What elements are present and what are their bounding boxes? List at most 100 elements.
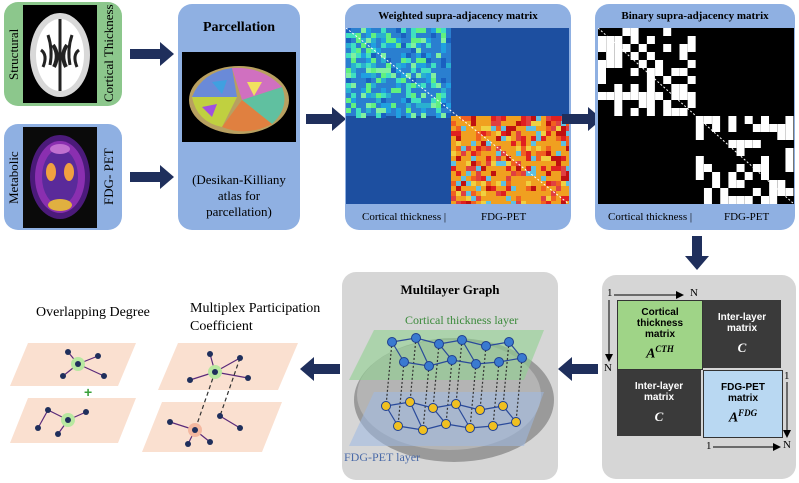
matrix-cell-texture: [752, 124, 761, 132]
matrix-cell-texture: [451, 151, 456, 156]
matrix-cell-texture: [406, 43, 411, 48]
matrix-cell-texture: [396, 83, 401, 88]
matrix-cell-texture: [630, 92, 639, 100]
matrix-cell-texture: [526, 151, 531, 156]
matrix-cell-texture: [431, 78, 436, 83]
matrix-cell-texture: [663, 100, 672, 108]
matrix-cell-texture: [744, 116, 753, 124]
matrix-cell-texture: [406, 88, 411, 93]
matrix-cell-texture: [411, 93, 416, 98]
matrix-cell-texture: [622, 28, 631, 36]
matrix-cell-texture: [511, 161, 516, 166]
matrix-cell-texture: [466, 191, 471, 196]
matrix-cell-texture: [630, 52, 639, 60]
matrix-cell-texture: [401, 73, 406, 78]
matrix-cell-texture: [521, 171, 526, 176]
matrix-cell-texture: [366, 48, 371, 53]
matrix-cell-texture: [481, 201, 486, 206]
matrix-cell-texture: [712, 180, 721, 188]
matrix-cell-texture: [541, 201, 546, 206]
matrix-cell-texture: [381, 68, 386, 73]
matrix-cell-texture: [687, 60, 696, 68]
matrix-cell-texture: [614, 36, 623, 44]
graph-edge: [415, 337, 430, 367]
matrix-cell-texture: [421, 73, 426, 78]
matrix-cell-texture: [411, 63, 416, 68]
matrix-cell-texture: [761, 124, 769, 132]
graph-edge: [469, 363, 477, 429]
matrix-cell-texture: [406, 53, 411, 58]
overlapping-plus-sign: +: [84, 384, 93, 400]
matrix-cell-texture: [481, 146, 486, 151]
matrix-cell-texture: [598, 60, 606, 68]
matrix-cell-texture: [630, 68, 639, 76]
matrix-cell-texture: [546, 171, 551, 176]
matrix-cell-texture: [376, 48, 381, 53]
matrix-cell-texture: [451, 181, 456, 186]
matrix-cell-texture: [421, 93, 426, 98]
matrix-cell-texture: [456, 181, 461, 186]
matrix-cell-texture: [471, 166, 476, 171]
matrix-cell-texture: [486, 146, 491, 151]
matrix-cell-texture: [695, 156, 704, 164]
matrix-cell-texture: [695, 132, 704, 140]
matrix-cell-texture: [752, 188, 761, 196]
matrix-cell-texture: [366, 78, 371, 83]
matrix-cell-texture: [356, 53, 361, 58]
matrix-cell-texture: [421, 53, 426, 58]
matrix-cell-texture: [679, 84, 688, 92]
matrix-cell-texture: [536, 151, 541, 156]
arrow-block-to-multilayer: [558, 357, 598, 381]
matrix-cell-texture: [356, 108, 361, 113]
matrix-cell-texture: [687, 100, 696, 108]
matrix-cell-texture: [614, 100, 623, 108]
matrix-cell-texture: [386, 38, 391, 43]
matrix-cell-texture: [411, 33, 416, 38]
matrix-cell-texture: [471, 191, 476, 196]
matrix-cell-texture: [531, 186, 536, 191]
matrix-cell-texture: [511, 201, 516, 206]
graph-edge: [479, 345, 487, 411]
matrix-cell-texture: [386, 68, 391, 73]
matrix-cell-texture: [446, 113, 451, 118]
matrix-cell-texture: [476, 151, 481, 156]
matrix-cell-texture: [511, 171, 516, 176]
matrix-cell-texture: [361, 63, 366, 68]
inter-layer-matrix-bottom: Inter-layer matrix C: [617, 370, 701, 436]
matrix-cell-texture: [431, 98, 436, 103]
matrix-cell-texture: [703, 116, 712, 124]
matrix-cell-texture: [446, 38, 451, 43]
graph-edge: [445, 359, 453, 425]
matrix-cell-texture: [421, 103, 426, 108]
matrix-cell-texture: [416, 73, 421, 78]
matrix-cell-texture: [536, 116, 541, 121]
matrix-cell-texture: [371, 33, 376, 38]
matrix-cell-texture: [471, 116, 476, 121]
binary-label-fdg: FDG-PET: [724, 211, 770, 223]
matrix-cell-texture: [441, 98, 446, 103]
matrix-cell-texture: [346, 43, 351, 48]
matrix-cell-texture: [416, 28, 421, 33]
matrix-cell-texture: [486, 126, 491, 131]
matrix-cell-texture: [421, 113, 426, 118]
matrix-cell-texture: [561, 141, 566, 146]
matrix-cell-texture: [351, 53, 356, 58]
matrix-cell-texture: [506, 196, 511, 201]
matrix-cell-texture: [431, 73, 436, 78]
matrix-cell-texture: [516, 201, 521, 206]
inter-layer-title-top: Inter-layer matrix: [717, 312, 767, 334]
overlapping-degree-title: Overlapping Degree: [36, 305, 150, 320]
matrix-cell-texture: [401, 63, 406, 68]
matrix-cell-texture: [381, 38, 386, 43]
matrix-cell-texture: [531, 121, 536, 126]
matrix-cell-texture: [536, 146, 541, 151]
matrix-cell-texture: [466, 166, 471, 171]
matrix-cell-texture: [501, 151, 506, 156]
matrix-cell-texture: [411, 43, 416, 48]
matrix-cell-texture: [381, 98, 386, 103]
matrix-cell-texture: [346, 38, 351, 43]
fdg-layer-node: [488, 421, 498, 431]
matrix-cell-texture: [366, 73, 371, 78]
matrix-cell-texture: [366, 28, 371, 33]
matrix-cell-texture: [371, 103, 376, 108]
